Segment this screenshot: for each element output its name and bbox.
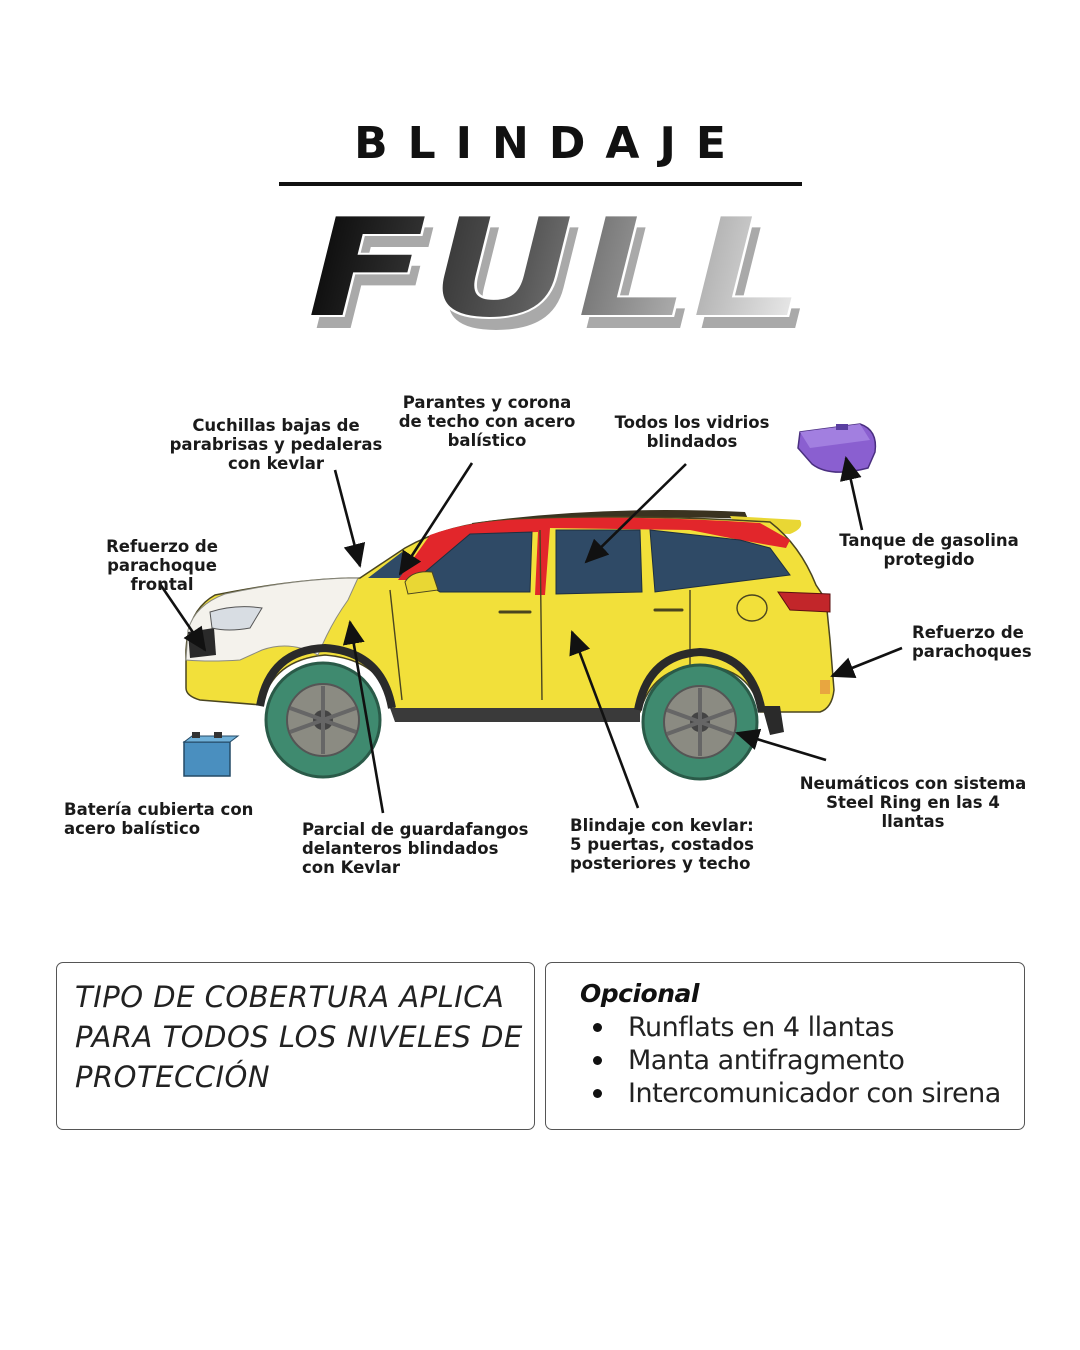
door-seams (389, 529, 691, 701)
bullet-icon (593, 1056, 602, 1065)
label-parachoque-frontal: Refuerzo de parachoque frontal (106, 537, 218, 594)
rear-wheel-arch (634, 647, 766, 713)
bullet-icon (593, 1089, 602, 1098)
label-neumaticos: Neumáticos con sistema Steel Ring en las… (799, 774, 1027, 831)
fuel-cap (736, 594, 768, 622)
label-vidrios: Todos los vidrios blindados (614, 413, 770, 451)
roof-rail (472, 510, 748, 530)
windshield (368, 552, 408, 578)
arrow-parantes (398, 462, 474, 576)
label-bateria: Batería cubierta con acero balístico (64, 800, 254, 838)
label-cuchillas: Cuchillas bajas de parabrisas y pedalera… (169, 416, 383, 473)
quarter-window (649, 529, 791, 593)
optional-item: Manta antifragmento (546, 1044, 1001, 1077)
rear-door-window (555, 529, 643, 595)
front-grille (188, 628, 216, 658)
side-step (390, 708, 640, 722)
side-mirror (404, 571, 439, 595)
title-underline (279, 182, 802, 186)
coverage-text: TIPO DE COBERTURA APLICA PARA TODOS LOS … (75, 980, 523, 1094)
arrow-neumaticos (735, 728, 827, 762)
optional-item: Runflats en 4 llantas (546, 1011, 1001, 1044)
fuel-tank-icon (797, 423, 877, 473)
roof-pillars (398, 517, 790, 595)
arrow-cuchillas (333, 469, 366, 568)
headlight (209, 606, 263, 631)
callout-arrows (158, 456, 903, 814)
page-title: BLINDAJE (354, 118, 746, 169)
optional-list: Runflats en 4 llantas Manta antifragment… (546, 1011, 1001, 1110)
rear-mud-flap (762, 706, 784, 735)
arrow-parachoques (830, 646, 903, 679)
front-wheel-arch (256, 643, 396, 709)
front-window (417, 531, 533, 593)
rear-wheel (641, 663, 759, 781)
battery-icon (182, 732, 240, 777)
optional-box: Opcional Runflats en 4 llantas Manta ant… (545, 962, 1025, 1130)
rear-reflector (820, 680, 830, 694)
arrow-vidrios (584, 463, 687, 564)
coverage-box: TIPO DE COBERTURA APLICA PARA TODOS LOS … (56, 962, 535, 1130)
label-parantes: Parantes y corona de techo con acero bal… (398, 393, 576, 450)
label-parachoques: Refuerzo de parachoques (912, 623, 1032, 661)
wordmark-shadow: FULL (292, 201, 830, 350)
arrow-tanque (840, 456, 864, 531)
optional-item: Intercomunicador con sirena (546, 1077, 1001, 1110)
arrow-kevlar (569, 630, 640, 809)
arrow-guardafangos (342, 620, 385, 814)
front-wheel (264, 661, 382, 779)
bullet-icon (593, 1023, 602, 1032)
armor-level-wordmark: FULL FULL (284, 200, 830, 350)
label-tanque: Tanque de gasolina protegido (839, 531, 1019, 569)
optional-title: Opcional (580, 979, 699, 1008)
label-guardafangos: Parcial de guardafangos delanteros blind… (302, 820, 529, 877)
car-body (185, 516, 835, 713)
label-kevlar: Blindaje con kevlar: 5 puertas, costados… (570, 816, 754, 873)
wordmark-text: FULL (285, 200, 825, 349)
door-handles (498, 608, 684, 614)
tail-light (777, 591, 831, 613)
rear-spoiler (730, 516, 802, 534)
